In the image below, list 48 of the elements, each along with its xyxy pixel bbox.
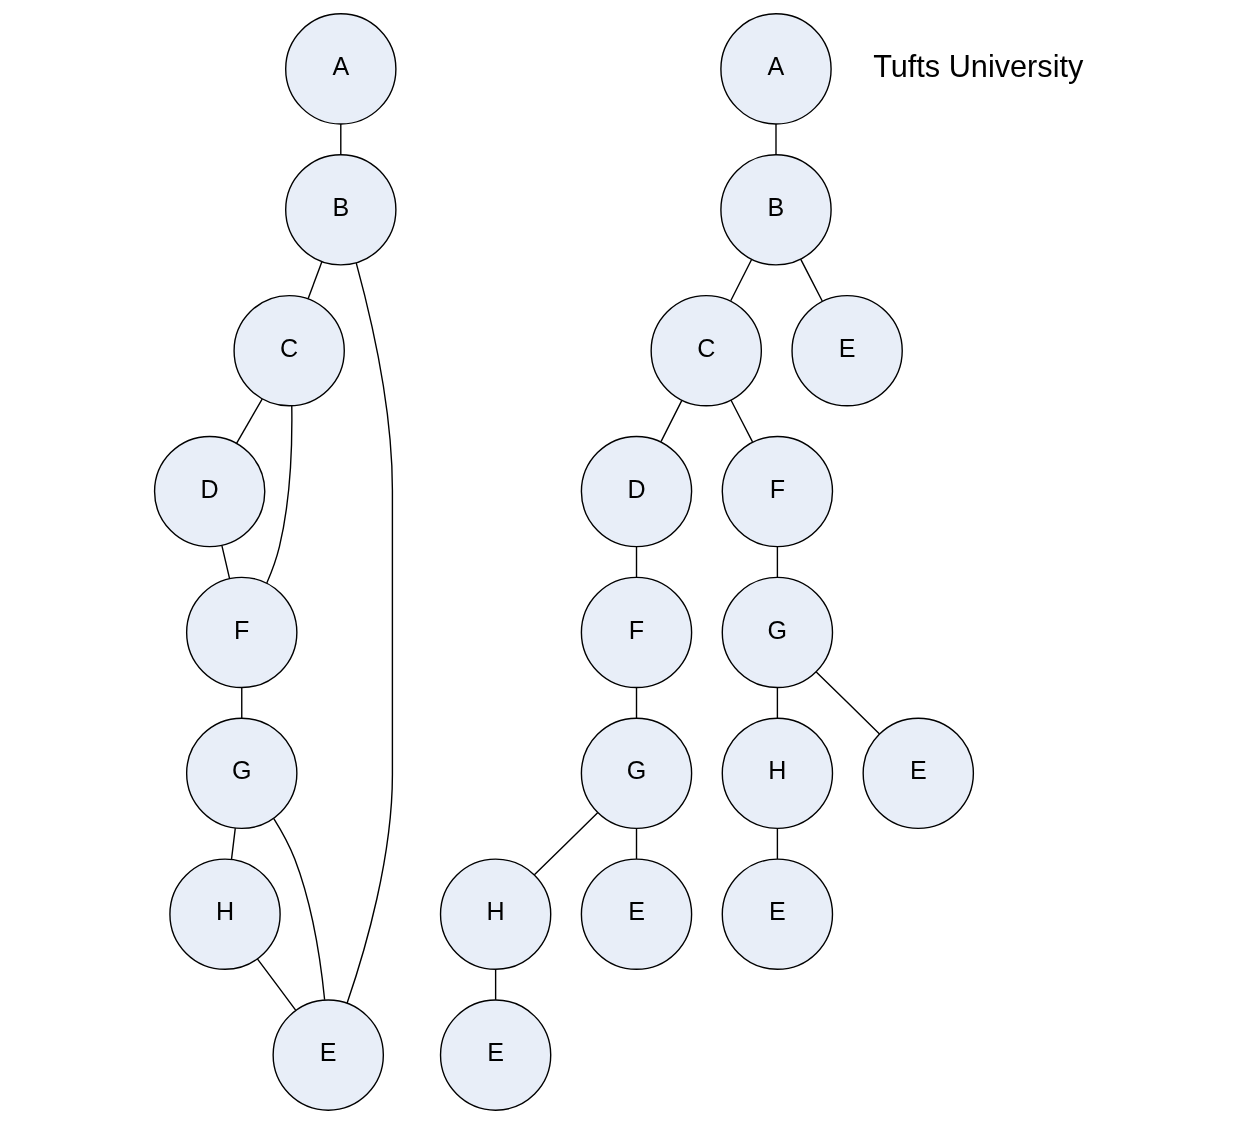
connector [339, 123, 341, 156]
connector [774, 123, 777, 156]
connector [776, 546, 778, 578]
node-circle: B [719, 154, 832, 266]
connector [272, 817, 325, 1001]
node-circle: H [439, 858, 551, 970]
connector [345, 262, 393, 1004]
node-circle: E [861, 717, 974, 830]
connector [776, 686, 778, 719]
connector [235, 398, 263, 445]
connector [776, 827, 778, 860]
connector [494, 968, 496, 1001]
node-circle: E [271, 999, 384, 1111]
node-circle: E [439, 999, 551, 1111]
connector [815, 671, 880, 735]
node-circle: G [185, 717, 298, 830]
node-circle: F [721, 435, 833, 548]
node-circle: E [721, 858, 833, 970]
node-circle: C [649, 294, 762, 407]
connector [265, 405, 293, 584]
node-circle: H [721, 717, 833, 830]
connector [729, 399, 753, 443]
connector [256, 958, 296, 1011]
node-circle: B [284, 154, 397, 266]
connector [635, 546, 637, 578]
connector [533, 812, 598, 876]
node-circle: D [153, 435, 265, 548]
node-circle: G [721, 576, 833, 689]
node-circle: D [580, 435, 692, 548]
connector [729, 258, 752, 302]
connector [635, 827, 637, 860]
node-circle: A [284, 13, 397, 125]
connector [799, 258, 823, 302]
node-circle: F [580, 576, 692, 689]
connector [635, 686, 637, 719]
node-circle: G [580, 717, 692, 830]
node-circle: H [168, 858, 281, 970]
node-circle: E [580, 858, 692, 970]
connector [240, 686, 242, 719]
node-circle: A [719, 13, 832, 125]
node-circle: C [232, 294, 345, 407]
connector [659, 399, 683, 443]
connector [306, 261, 323, 300]
node-circle: E [790, 294, 903, 407]
connector [220, 544, 230, 580]
connector [230, 827, 236, 860]
label: Tufts University [872, 48, 1083, 84]
node-circle: F [185, 576, 298, 689]
